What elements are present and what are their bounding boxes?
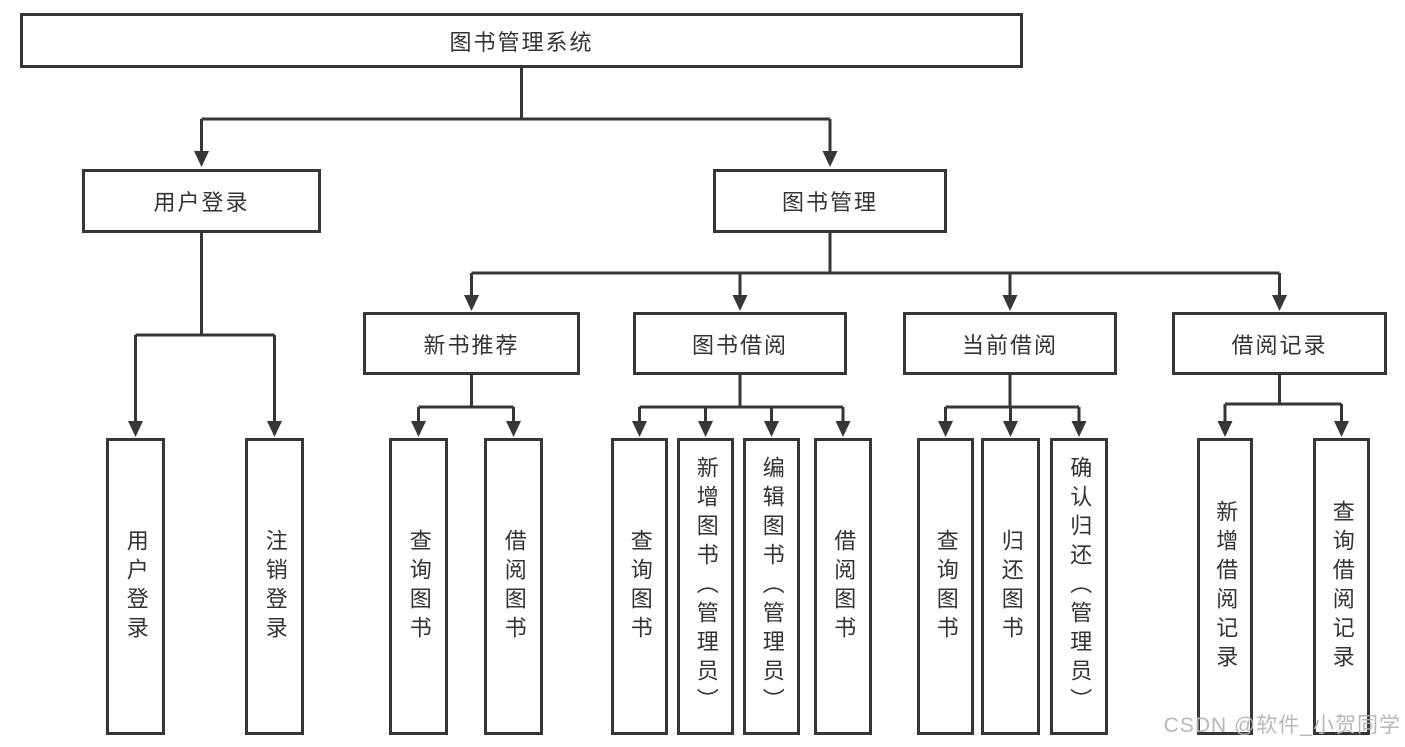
node-label: 图书管理 bbox=[781, 190, 878, 215]
node-label: 查询借阅记录 bbox=[1329, 499, 1355, 674]
node-leaf-borrow-book-rec: 借阅图书 bbox=[484, 438, 543, 735]
node-label: 新增图书（管理员） bbox=[693, 456, 719, 717]
node-current-borrowing: 当前借阅 bbox=[903, 312, 1117, 375]
node-leaf-query-book-rec: 查询图书 bbox=[389, 438, 448, 735]
node-label: 注销登录 bbox=[262, 528, 288, 645]
node-label: 编辑图书（管理员） bbox=[759, 456, 785, 717]
connector-current-borrow-to-leaves bbox=[938, 375, 1087, 437]
node-label: 新增借阅记录 bbox=[1213, 499, 1239, 674]
node-label: 用户登录 bbox=[123, 528, 149, 645]
node-leaf-query-borrow-record: 查询借阅记录 bbox=[1313, 438, 1370, 735]
csdn-watermark: CSDN @软件_小贺同学 bbox=[1163, 714, 1401, 737]
node-leaf-return-book: 归还图书 bbox=[981, 438, 1040, 735]
node-label: 用户登录 bbox=[153, 190, 250, 215]
node-label: 图书管理系统 bbox=[449, 29, 594, 55]
node-library-management-system: 图书管理系统 bbox=[20, 13, 1023, 68]
node-leaf-add-borrow-record: 新增借阅记录 bbox=[1197, 438, 1253, 735]
node-label: 借阅记录 bbox=[1231, 332, 1328, 358]
node-leaf-add-book-admin: 新增图书（管理员） bbox=[677, 438, 734, 735]
connector-root-to-level2 bbox=[194, 68, 838, 167]
connector-book-borrow-to-leaves bbox=[632, 375, 851, 437]
node-book-borrowing: 图书借阅 bbox=[633, 312, 847, 375]
node-user-login: 用户登录 bbox=[82, 169, 321, 233]
node-label: 归还图书 bbox=[998, 528, 1024, 645]
node-label: 新书推荐 bbox=[423, 332, 520, 358]
node-label: 借阅图书 bbox=[831, 528, 857, 645]
node-label: 借阅图书 bbox=[501, 528, 527, 645]
connector-book-mgmt-to-level3 bbox=[464, 233, 1287, 311]
connector-user-login-to-leaves bbox=[128, 233, 282, 437]
node-leaf-edit-book-admin: 编辑图书（管理员） bbox=[743, 438, 800, 735]
node-leaf-logout: 注销登录 bbox=[245, 438, 304, 735]
node-leaf-query-book-current: 查询图书 bbox=[917, 438, 974, 735]
connector-new-book-rec-to-leaves bbox=[411, 375, 521, 437]
node-leaf-user-login: 用户登录 bbox=[106, 438, 165, 735]
connector-borrow-record-to-leaves bbox=[1217, 375, 1349, 437]
node-new-book-recommendation: 新书推荐 bbox=[363, 312, 580, 375]
node-leaf-query-book-borrow: 查询图书 bbox=[611, 438, 668, 735]
node-leaf-confirm-return-admin: 确认归还（管理员） bbox=[1050, 438, 1108, 735]
node-label: 图书借阅 bbox=[691, 332, 788, 358]
node-label: 查询图书 bbox=[933, 528, 959, 645]
node-label: 确认归还（管理员） bbox=[1067, 456, 1093, 717]
node-borrowing-records: 借阅记录 bbox=[1172, 312, 1387, 375]
node-book-management: 图书管理 bbox=[713, 169, 947, 233]
node-leaf-borrow-book: 借阅图书 bbox=[814, 438, 872, 735]
node-label: 当前借阅 bbox=[961, 332, 1058, 358]
node-label: 查询图书 bbox=[627, 528, 653, 645]
node-label: 查询图书 bbox=[406, 528, 432, 645]
